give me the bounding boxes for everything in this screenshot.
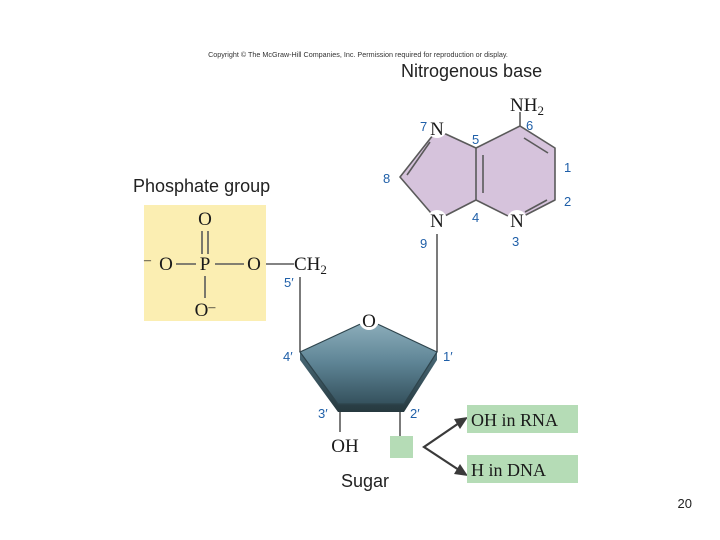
base-number-8: 8 [383, 171, 390, 186]
base-number-4: 4 [472, 210, 479, 225]
base-number-9: 9 [420, 236, 427, 251]
atom-p: P [200, 254, 211, 275]
rna-label: OH in RNA [471, 410, 558, 430]
atom-o-right: O [247, 254, 261, 275]
sugar-number-2prime: 2′ [410, 406, 420, 421]
sugar-number-1prime: 1′ [443, 349, 453, 364]
arrow-path [422, 420, 463, 473]
neg-sign-left: – [143, 253, 152, 268]
sugar-number-4prime: 4′ [283, 349, 293, 364]
base-number-7: 7 [420, 119, 427, 134]
amino-group: NH2 [510, 95, 544, 118]
phosphate-group-label: Phosphate group [133, 176, 270, 196]
atom-o-bottom: O– [195, 300, 217, 321]
dna-label: H in DNA [471, 460, 546, 480]
base-double-bond-7-8 [406, 141, 431, 176]
base-number-6: 6 [526, 118, 533, 133]
nitrogenous-base-label: Nitrogenous base [401, 61, 542, 81]
arrowhead-dna [454, 464, 468, 476]
dna-box [467, 455, 578, 483]
sugar-ring [299, 319, 438, 405]
base-number-3: 3 [512, 234, 519, 249]
copyright-text: Copyright © The McGraw-Hill Companies, I… [208, 50, 508, 59]
base-number-1: 1 [564, 160, 571, 175]
hydroxyl-3prime: OH [331, 436, 359, 457]
sugar-number-5prime: 5′ [284, 275, 294, 290]
phosphate-box [144, 205, 266, 321]
base-double-bond-6-1 [523, 137, 549, 154]
atom-n9: N [430, 211, 444, 232]
sugar-label: Sugar [341, 471, 389, 491]
atom-o-ring: O [362, 311, 376, 332]
sugar-number-3prime: 3′ [318, 406, 328, 421]
atom-o-left: O [159, 254, 173, 275]
ch2-group: CH2 [294, 254, 327, 277]
base-ring-fill [399, 125, 556, 221]
base-double-bond-2-3 [524, 199, 548, 213]
atom-n3: N [510, 211, 524, 232]
arrowhead-rna [454, 417, 468, 429]
atom-o-top: O [198, 209, 212, 230]
atom-n7: N [430, 119, 444, 140]
c2-substituent-box [390, 436, 413, 458]
base-number-5: 5 [472, 132, 479, 147]
page-number: 20 [677, 496, 692, 511]
rna-box [467, 405, 578, 433]
base-number-2: 2 [564, 194, 571, 209]
